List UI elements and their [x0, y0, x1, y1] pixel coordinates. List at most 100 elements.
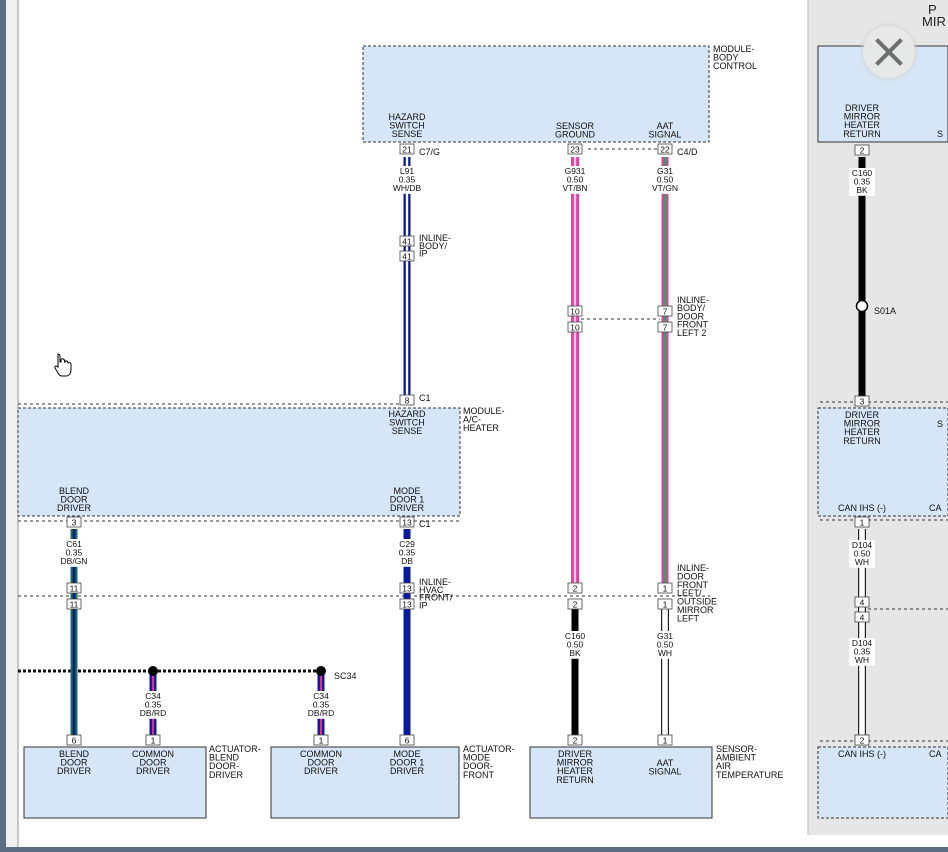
pin-8-hazard-number: 8: [405, 395, 410, 405]
pin-41-b: 41: [399, 250, 415, 262]
pin-1-a-number: 1: [663, 583, 668, 593]
pin-2-b-number: 2: [573, 599, 578, 609]
right-panel-title-2: MIR: [922, 14, 946, 29]
module-ac-heater: [17, 407, 461, 517]
pin-2-a: 2: [567, 582, 583, 594]
rp-pin-label-can-ihs-b: CAN IHS (-): [838, 749, 886, 759]
rp-pin-1-number: 1: [860, 517, 865, 527]
splice-s01a: [855, 299, 869, 313]
rp-pin-2-bot-number: 2: [860, 735, 865, 745]
pin-7-a: 7: [657, 305, 673, 317]
pin-10-b: 10: [567, 321, 583, 333]
pin-7-b-number: 7: [663, 322, 668, 332]
pin-21: 21: [399, 143, 415, 155]
pin-1-common-b: 1: [313, 734, 329, 746]
pin-1-common-a-number: 1: [151, 735, 156, 745]
pin-11-b-number: 11: [70, 599, 79, 609]
pin-8-hazard: 8: [399, 394, 415, 406]
pin-6-blend: 6: [66, 734, 82, 746]
hand-pointer-icon: [54, 353, 72, 377]
rp-pin-3: 3: [854, 395, 870, 407]
pin-6-blend-number: 6: [72, 735, 77, 745]
rp-pin-2-bot: 2: [854, 734, 870, 746]
rp-pin-label-trunc-s2: S: [937, 419, 943, 429]
pin-1-common-a: 1: [145, 734, 161, 746]
pin-2-a-number: 2: [573, 583, 578, 593]
right-panel-title-1: P: [928, 2, 937, 17]
pin-2-driver: 2: [567, 734, 583, 746]
pin-13-mode-number: 13: [402, 517, 412, 527]
connector-c1-mid: C1: [419, 519, 431, 529]
rp-pin-2-top: 2: [854, 144, 870, 156]
connector-c7g: C7/G: [419, 147, 440, 157]
close-icon: [875, 38, 903, 66]
pin-13-mode: 13: [399, 516, 415, 528]
pin-1-aat-number: 1: [663, 735, 668, 745]
pin-10-a: 10: [567, 305, 583, 317]
actuator-blend-door-driver: [23, 746, 207, 819]
rp-pin-4-a: 4: [854, 596, 870, 608]
rp-pin-1: 1: [854, 516, 870, 528]
pin-3-blend-number: 3: [72, 517, 77, 527]
connector-c4d: C4/D: [677, 147, 698, 157]
pin-11-b: 11: [66, 598, 82, 610]
splice-dot-b: [316, 666, 326, 676]
rp-pin-3-number: 3: [860, 396, 865, 406]
rp-pin-label-can-ihs-a: CAN IHS (-): [838, 503, 886, 513]
component-name-ac-heater: MODULE-A/C-HEATER: [463, 406, 505, 433]
sensor-ambient-air-temperature: [529, 746, 713, 819]
splice-label-sc34: SC34: [334, 671, 357, 681]
pin-1-common-b-number: 1: [319, 735, 324, 745]
rp-pin-label-trunc-s1: S: [937, 129, 943, 139]
pin-10-a-number: 10: [570, 306, 580, 316]
pin-6-mode-number: 6: [405, 735, 410, 745]
connector-c1-top: C1: [419, 393, 431, 403]
pin-1-aat: 1: [657, 734, 673, 746]
close-button[interactable]: [861, 24, 917, 80]
rp-pin-4-b: 4: [854, 611, 870, 623]
pin-2-driver-number: 2: [573, 735, 578, 745]
rp-pin-4-a-number: 4: [860, 597, 865, 607]
actuator-mode-door-front: [270, 746, 460, 819]
pin-7-a-number: 7: [663, 306, 668, 316]
